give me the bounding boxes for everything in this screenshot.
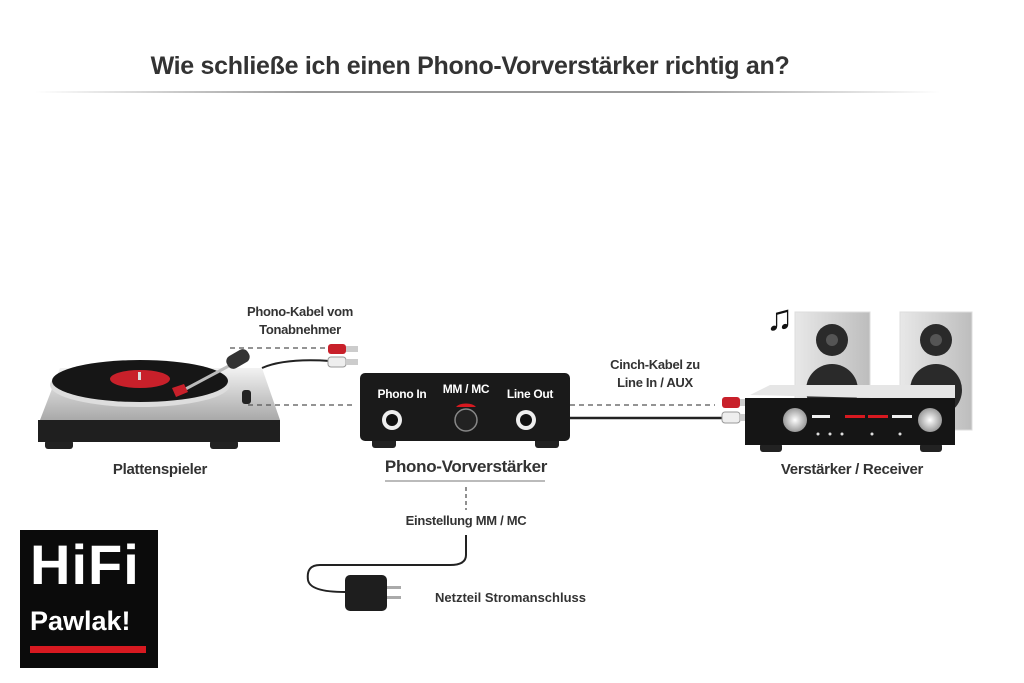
phono-preamp-image (360, 373, 570, 448)
logo-pawlak-text: Pawlak! (30, 606, 131, 636)
logo-hifi-text: HiFi (30, 533, 140, 596)
preamp-label: Phono-Vorverstärker (384, 457, 548, 476)
title-divider (35, 91, 940, 93)
turntable-image (38, 349, 280, 449)
amplifier-image (745, 385, 955, 452)
cinch-cable-label-line2: Line In / AUX (617, 375, 693, 390)
hifi-pawlak-logo: HiFi Pawlak! (20, 530, 158, 668)
cinch-cable-label: Cinch-Kabel zu Line In / AUX (610, 356, 700, 392)
turntable-label: Plattenspieler (112, 461, 208, 478)
power-label: Netzteil Stromanschluss (435, 590, 586, 605)
cinch-cable-label-line1: Cinch-Kabel zu (610, 357, 700, 372)
music-note-icon: ♫ (766, 297, 793, 338)
cinch-cable (570, 397, 750, 424)
power-supply-image (306, 487, 467, 611)
setting-label: Einstellung MM / MC (405, 513, 527, 528)
phono-in-label: Phono In (377, 387, 427, 401)
phono-cable-label-line2: Tonabnehmer (259, 322, 341, 337)
mm-mc-label: MM / MC (442, 382, 490, 396)
logo-red-bar (30, 646, 146, 653)
phono-cable (230, 344, 358, 406)
amplifier-label: Verstärker / Receiver (780, 461, 924, 478)
phono-cable-label: Phono-Kabel vom Tonabnehmer (247, 303, 353, 339)
page-title: Wie schließe ich einen Phono-Vorverstärk… (150, 52, 790, 80)
phono-cable-label-line1: Phono-Kabel vom (246, 304, 354, 319)
line-out-label: Line Out (506, 387, 554, 401)
